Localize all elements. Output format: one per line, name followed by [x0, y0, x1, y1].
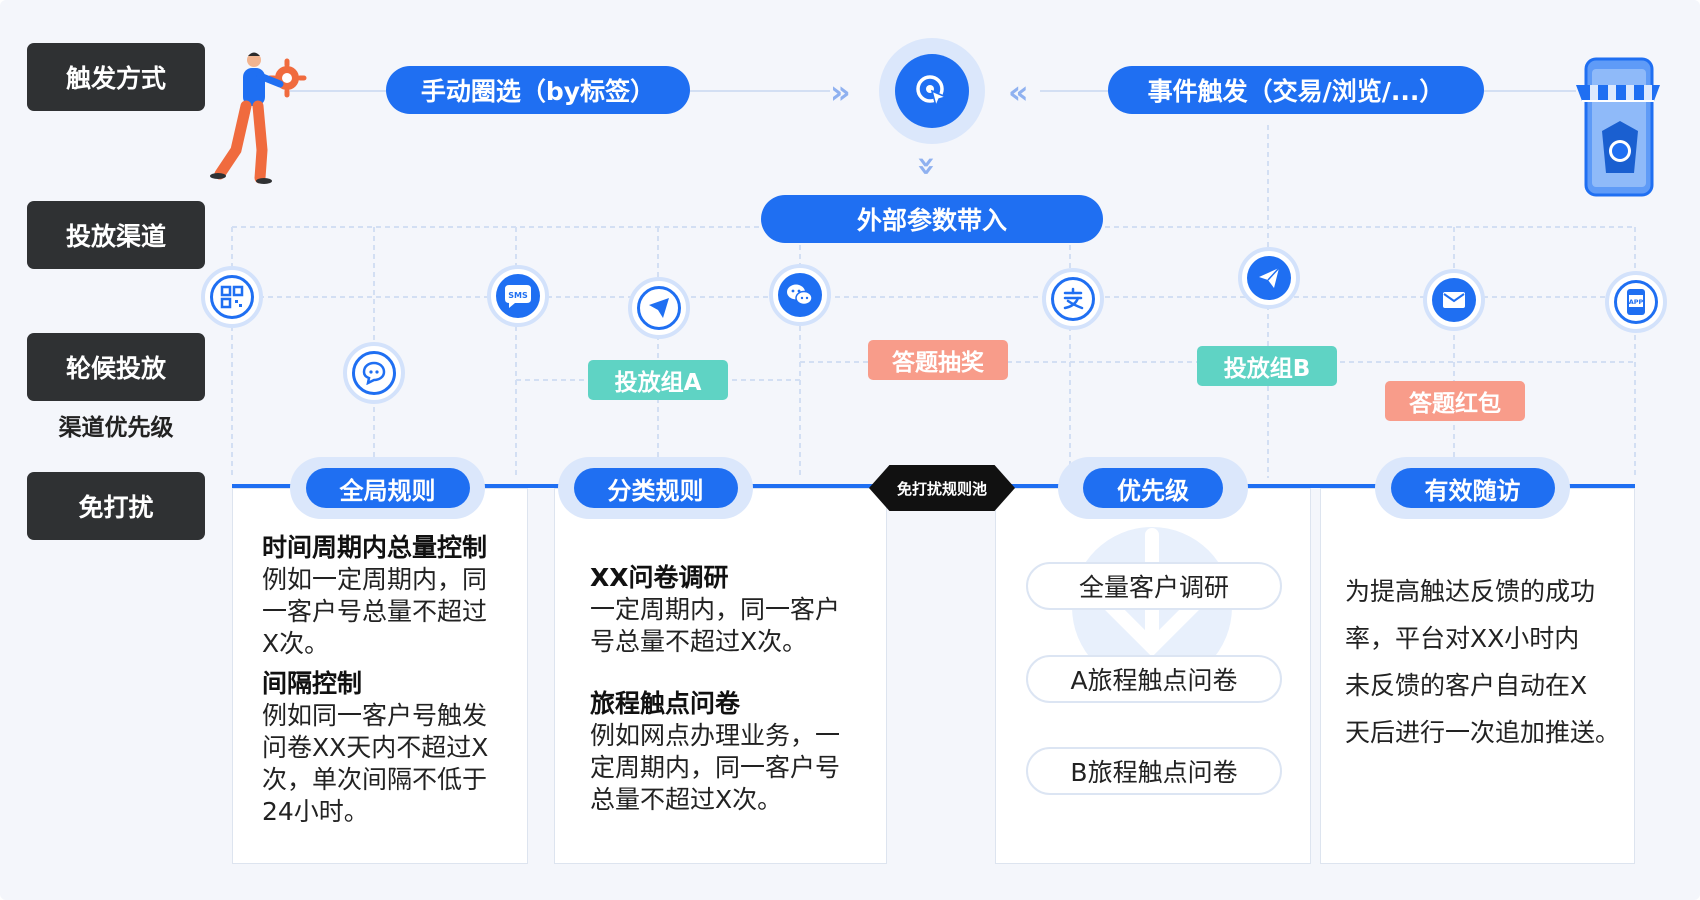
followup-line: 为提高触达反馈的成功 [1345, 577, 1596, 606]
global-rule-line: X次。 [262, 629, 330, 658]
category-rule-heading-1: XX问卷调研 [590, 563, 729, 592]
trigger-hub [879, 38, 985, 144]
svg-text:APP: APP [1629, 298, 1644, 306]
alipay-channel [1042, 268, 1104, 330]
global-rule-line: 例如同一客户号触发 [262, 701, 488, 730]
followup-line: 率，平台对XX小时内 [1345, 624, 1580, 653]
global-rule-line: 一客户号总量不超过 [262, 597, 488, 626]
priority-badge: 优先级 [1058, 457, 1248, 519]
sms-channel: SMS [487, 265, 549, 327]
followup-card [1320, 488, 1635, 864]
followup-line: 天后进行一次追加推送。 [1345, 718, 1621, 747]
label-dnd: 免打扰 [27, 472, 205, 540]
send-icon [649, 298, 669, 318]
tag-quiz-lottery: 答题抽奖 [868, 340, 1008, 380]
external-params-pill: 外部参数带入 [761, 195, 1103, 243]
category-rule-line: 例如网点办理业务，一 [590, 721, 841, 750]
chat-bubble-icon [362, 361, 386, 385]
category-rule-badge: 分类规则 [558, 457, 753, 519]
mail-channel [1423, 269, 1485, 331]
chevron-right-icon: » [830, 73, 851, 111]
global-rule-label: 全局规则 [305, 468, 470, 508]
global-rule-line: 次，单次间隔不低于 [262, 765, 488, 794]
global-rule-heading-2: 间隔控制 [262, 669, 363, 698]
global-rule-card [232, 488, 528, 864]
wechat-channel [769, 264, 831, 326]
tag-quiz-redpacket: 答题红包 [1385, 381, 1525, 421]
category-rule-line: 总量不超过X次。 [590, 785, 783, 814]
category-rule-label: 分类规则 [573, 468, 738, 508]
tag-group-b: 投放组B [1197, 346, 1337, 386]
global-rule-heading-1: 时间周期内总量控制 [262, 533, 488, 562]
priority-item-journey-b: B旅程触点问卷 [1026, 747, 1282, 795]
category-rule-line: 号总量不超过X次。 [590, 627, 808, 656]
followup-label: 有效随访 [1390, 468, 1555, 508]
label-rotation: 轮候投放 [27, 333, 205, 401]
category-rule-line: 定周期内，同一客户号 [590, 753, 841, 782]
category-rule-line: 一定周期内，同一客户 [590, 595, 841, 624]
global-rule-line: 例如一定周期内，同 [262, 565, 488, 594]
followup-text: 为提高触达反馈的成功 率，平台对XX小时内 未反馈的客户自动在X 天后进行一次追… [1345, 568, 1635, 756]
person-gear-icon [210, 52, 307, 184]
sms-icon: SMS [505, 285, 531, 308]
priority-item-journey-a: A旅程触点问卷 [1026, 655, 1282, 703]
tag-group-a: 投放组A [588, 360, 728, 400]
label-channel-priority: 渠道优先级 [58, 415, 174, 441]
followup-badge: 有效随访 [1375, 457, 1570, 519]
global-rule-line: 24小时。 [262, 797, 369, 826]
label-channel: 投放渠道 [27, 201, 205, 269]
global-rule-badge: 全局规则 [290, 457, 485, 519]
paper-plane-icon [1259, 267, 1280, 288]
chat-channel [343, 342, 405, 404]
svg-text:SMS: SMS [508, 291, 528, 300]
wechat-icon [787, 284, 813, 306]
priority-item-full-survey: 全量客户调研 [1026, 562, 1282, 610]
qrcode-channel [201, 266, 263, 328]
priority-label: 优先级 [1083, 468, 1223, 508]
send-channel [628, 277, 690, 339]
category-rule-card [554, 488, 887, 864]
global-rule-line: 问卷XX天内不超过X [262, 733, 489, 762]
qrcode-icon [220, 285, 244, 309]
dnd-rule-pool-badge: 免打扰规则池 [869, 465, 1015, 511]
target-cursor-icon [916, 75, 949, 109]
phone-shop-icon [1576, 57, 1660, 197]
event-trigger-pill: 事件触发（交易/浏览/...） [1108, 66, 1484, 114]
telegram-channel [1238, 247, 1300, 309]
chevron-down-icon: » [908, 155, 947, 177]
mail-icon [1443, 292, 1465, 308]
category-rule-text: XX问卷调研 一定周期内，同一客户 号总量不超过X次。 旅程触点问卷 例如网点办… [590, 562, 875, 816]
alipay-icon [1063, 287, 1084, 310]
app-channel: APP [1605, 271, 1667, 333]
followup-line: 未反馈的客户自动在X [1345, 671, 1588, 700]
label-trigger: 触发方式 [27, 43, 205, 111]
global-rule-text: 时间周期内总量控制 例如一定周期内，同 一客户号总量不超过 X次。 间隔控制 例… [262, 532, 512, 828]
category-rule-heading-2: 旅程触点问卷 [590, 689, 741, 718]
app-icon: APP [1627, 289, 1645, 315]
chevron-left-icon: « [1008, 73, 1029, 111]
manual-selection-pill: 手动圈选（by标签） [386, 66, 690, 114]
